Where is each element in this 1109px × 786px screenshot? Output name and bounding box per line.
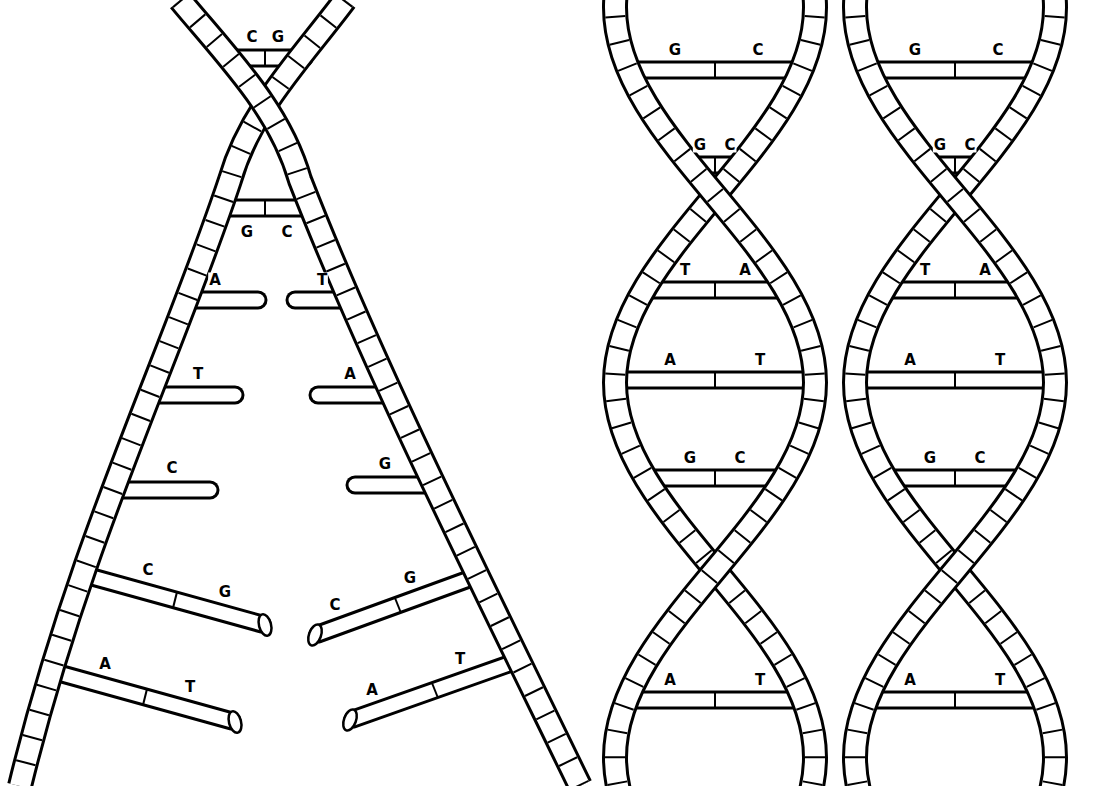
base-letter: T bbox=[192, 367, 204, 382]
base-letter: A bbox=[343, 367, 357, 382]
base-letter: G bbox=[378, 457, 392, 472]
base-letter: T bbox=[994, 353, 1006, 368]
base-letter: C bbox=[963, 138, 976, 153]
base-letter: C bbox=[280, 225, 293, 240]
base-letter: G bbox=[240, 225, 254, 240]
base-letter: G bbox=[933, 138, 947, 153]
base-letter: C bbox=[723, 138, 736, 153]
base-letter: G bbox=[683, 451, 697, 466]
base-letter: T bbox=[184, 680, 196, 695]
base-letter: T bbox=[454, 652, 466, 667]
base-letter: T bbox=[316, 273, 328, 288]
base-letter: A bbox=[903, 673, 917, 688]
base-letter: C bbox=[973, 451, 986, 466]
base-letter: G bbox=[923, 451, 937, 466]
base-letter: G bbox=[403, 571, 417, 586]
base-letter: A bbox=[903, 353, 917, 368]
base-letter: C bbox=[733, 451, 746, 466]
base-letter: A bbox=[663, 353, 677, 368]
base-letter: C bbox=[245, 30, 258, 45]
backbone-strands bbox=[20, 0, 1055, 786]
base-letter: G bbox=[271, 30, 285, 45]
base-letter: A bbox=[365, 683, 379, 698]
base-letter: G bbox=[218, 585, 232, 600]
base-letter: T bbox=[679, 263, 691, 278]
base-letter: A bbox=[978, 263, 992, 278]
base-letter: C bbox=[991, 43, 1004, 58]
base-letter: A bbox=[98, 657, 112, 672]
base-letter: C bbox=[165, 461, 178, 476]
base-letter: G bbox=[668, 43, 682, 58]
base-letter: A bbox=[208, 273, 222, 288]
base-letter: G bbox=[693, 138, 707, 153]
base-letter: A bbox=[738, 263, 752, 278]
base-letter: T bbox=[754, 673, 766, 688]
base-letter: C bbox=[141, 563, 154, 578]
base-letter: T bbox=[994, 673, 1006, 688]
base-letter: T bbox=[754, 353, 766, 368]
base-letter: C bbox=[328, 598, 341, 613]
base-letter: T bbox=[919, 263, 931, 278]
base-letter: G bbox=[908, 43, 922, 58]
base-letter: A bbox=[663, 673, 677, 688]
base-letter: C bbox=[751, 43, 764, 58]
